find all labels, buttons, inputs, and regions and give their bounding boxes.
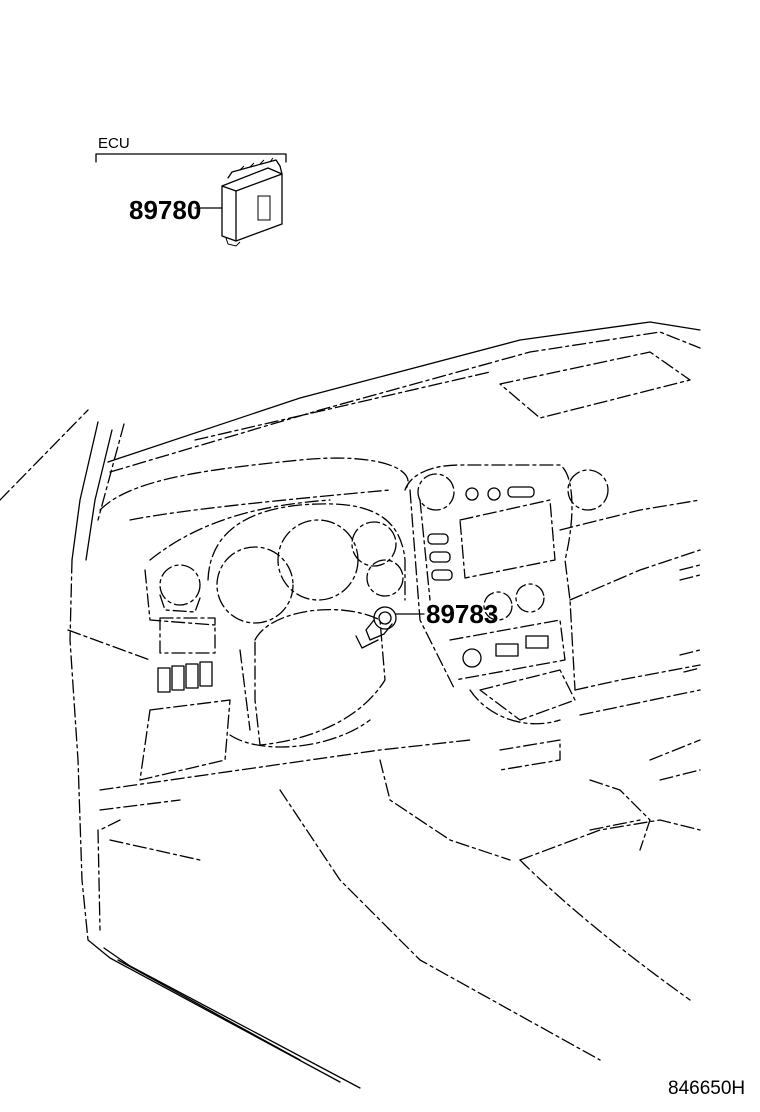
diagram-code: 846650H	[668, 1078, 745, 1099]
group-bracket	[95, 153, 287, 163]
ecu-group-label: ECU	[98, 135, 130, 152]
part-number-89783[interactable]: 89783	[426, 599, 498, 629]
ecu-group: ECU	[95, 135, 287, 163]
dashboard-drawing	[0, 321, 701, 1089]
ecu-module-drawing[interactable]	[221, 157, 283, 247]
part-number-89780[interactable]: 89780	[129, 195, 201, 225]
ignition-switch-drawing[interactable]	[355, 606, 397, 649]
